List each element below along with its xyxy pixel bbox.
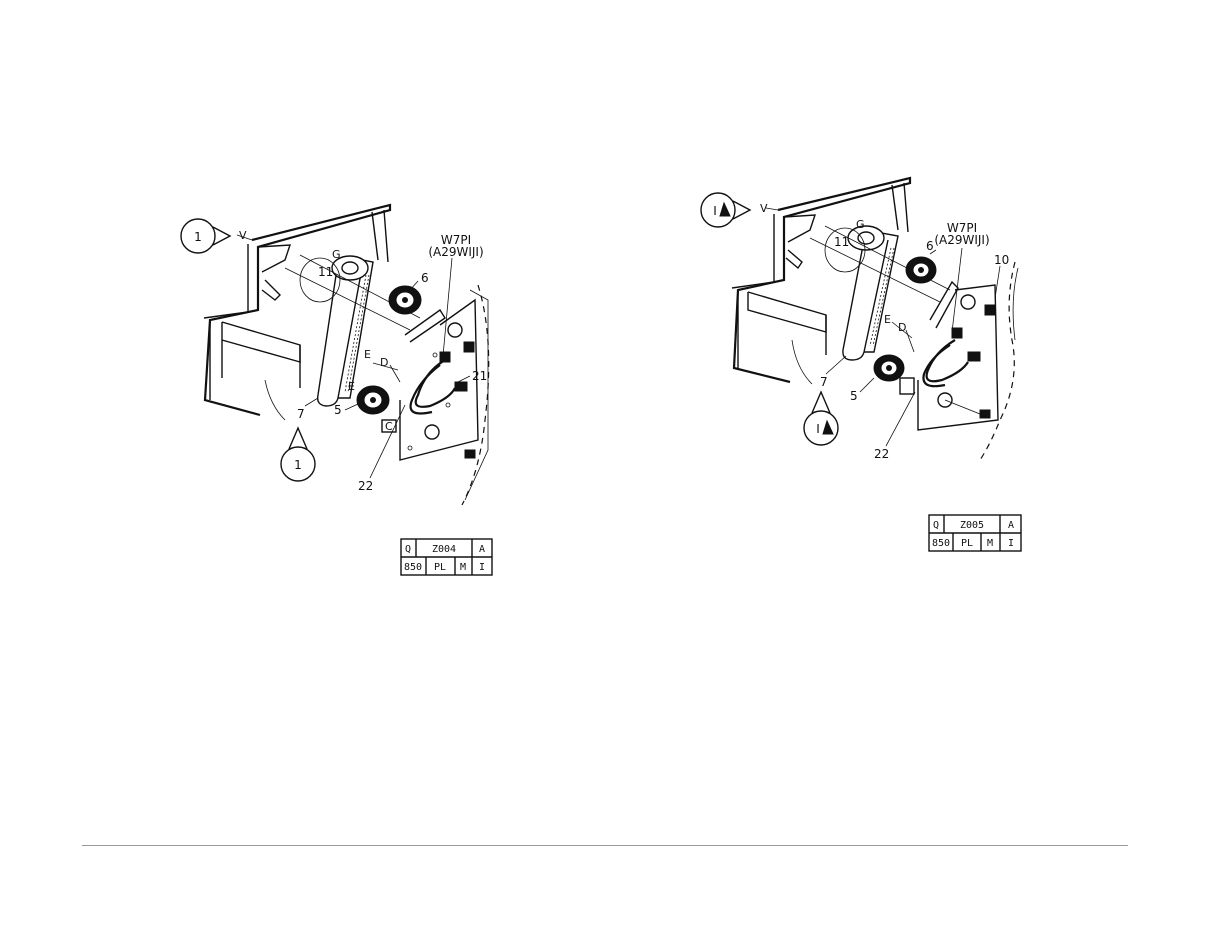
right-letter-g: G [856,218,865,231]
right-table-r1c2: Z005 [960,520,984,531]
right-gear-5 [873,354,905,382]
left-wire-harness [381,359,456,433]
right-table-r2c4: I [1008,538,1014,549]
left-table-r1c1: Q [405,544,411,555]
left-housing-frame [203,203,392,421]
right-connector-code: (A29WIJI) [934,233,989,247]
left-letter-c: C [385,420,393,433]
left-pulley-11 [299,255,369,303]
left-id-table [400,538,493,576]
left-ref-marker-bottom [280,426,316,482]
right-letter-d: D [898,321,906,334]
left-letter-d: D [380,356,388,369]
left-part-7-label: 7 [297,407,305,421]
right-mounting-plate [899,261,1019,461]
right-exploded-view [700,176,1019,461]
left-mounting-plate [399,284,490,506]
right-timing-belt [842,231,899,361]
right-part-22-label: 22 [874,447,889,461]
right-part-5-label: 5 [850,389,858,403]
right-ref-marker-top [700,192,752,228]
right-table-r2c1: 850 [932,538,950,549]
left-gear-5 [356,385,390,415]
left-table-r2c2: PL [434,562,446,573]
left-connector-name: W7PI [441,233,471,247]
left-table-r1c2: Z004 [432,544,456,555]
left-part-22-label: 22 [358,479,373,493]
right-ref-top-label: I [713,204,717,218]
right-leaders [765,207,1001,447]
left-letter-g: G [332,248,341,261]
right-shaft-line [809,237,941,303]
left-connector-code: (A29WIJI) [428,245,483,259]
right-gear-6 [905,256,937,284]
left-ref-bottom-label: 1 [294,458,302,472]
right-id-table [928,514,1022,552]
left-table-r1c3: A [479,544,485,555]
right-v-label: V [760,202,768,215]
right-part-6-label: 6 [926,239,934,253]
left-leaders [236,234,471,479]
left-shaft-line [284,267,411,331]
left-table-r2c3: M [460,562,466,573]
left-part-21-label: 21 [472,369,487,383]
right-part-7-label: 7 [820,375,828,389]
right-pulley-11 [824,225,885,273]
right-table-r2c2: PL [961,538,973,549]
left-table-r2c1: 850 [404,562,422,573]
left-ref-top-label: 1 [194,230,202,244]
right-ref-marker-bottom [803,390,839,446]
right-connector-name: W7PI [947,221,977,235]
right-letter-e: E [884,313,891,326]
right-table-r1c1: Q [933,520,939,531]
right-part-11-label: 11 [834,235,849,249]
left-gear-6 [388,285,422,315]
right-table-r1c3: A [1008,520,1014,531]
left-v-label: V [239,229,247,242]
right-ref-bottom-label: I [816,422,820,436]
left-ref-marker-top [180,218,232,254]
right-wire-harness [922,339,969,388]
left-table-r2c4: I [479,562,485,573]
left-part-11-label: 11 [318,265,333,279]
left-letter-e-upper: E [364,348,371,361]
right-table-r2c3: M [987,538,993,549]
left-part-6-label: 6 [421,271,429,285]
left-letter-e-lower: E [348,380,355,393]
right-housing-frame [731,176,912,385]
right-part-10-label: 10 [994,253,1009,267]
left-exploded-view [180,203,490,506]
left-part-5-label: 5 [334,403,342,417]
footer-divider [82,845,1128,846]
